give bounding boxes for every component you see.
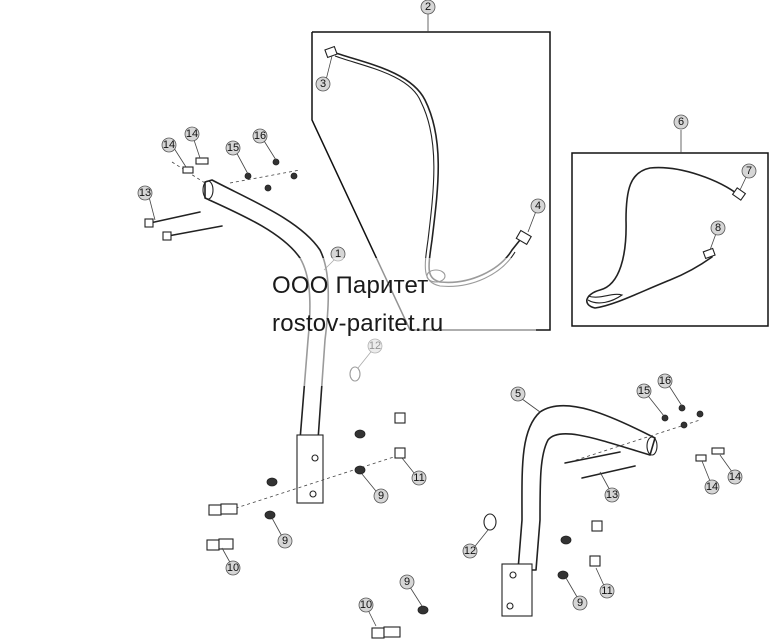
svg-text:14: 14 bbox=[186, 128, 198, 140]
callout-2: 2 bbox=[420, 0, 436, 15]
callout-14d: 14 bbox=[719, 454, 743, 485]
cable-part-6 bbox=[586, 166, 741, 309]
watermark-website: rostov-paritet.ru bbox=[272, 310, 444, 337]
svg-text:14: 14 bbox=[729, 471, 741, 483]
callout-10b: 10 bbox=[358, 597, 377, 627]
svg-text:3: 3 bbox=[320, 78, 326, 90]
callout-15a: 15 bbox=[225, 140, 249, 175]
svg-text:11: 11 bbox=[413, 472, 424, 484]
svg-text:1: 1 bbox=[335, 248, 341, 260]
svg-text:9: 9 bbox=[282, 535, 288, 547]
svg-text:12: 12 bbox=[464, 545, 476, 557]
svg-text:8: 8 bbox=[715, 222, 721, 234]
callout-5: 5 bbox=[510, 386, 541, 413]
callout-8: 8 bbox=[709, 220, 726, 251]
callout-16a: 16 bbox=[252, 128, 277, 161]
callout-7: 7 bbox=[739, 163, 757, 191]
svg-text:6: 6 bbox=[678, 116, 684, 128]
callout-16b: 16 bbox=[657, 373, 683, 407]
svg-text:16: 16 bbox=[254, 130, 266, 142]
callout-9a: 9 bbox=[361, 473, 389, 504]
callout-9c: 9 bbox=[565, 577, 588, 611]
callout-3: 3 bbox=[315, 55, 333, 92]
svg-text:7: 7 bbox=[746, 165, 752, 177]
svg-text:10: 10 bbox=[227, 562, 239, 574]
svg-text:16: 16 bbox=[659, 375, 671, 387]
svg-text:10: 10 bbox=[360, 599, 372, 611]
callout-9d: 9 bbox=[399, 574, 423, 607]
callout-9b: 9 bbox=[271, 517, 293, 549]
svg-text:15: 15 bbox=[638, 385, 650, 397]
callout-13a: 13 bbox=[137, 185, 156, 221]
svg-text:11: 11 bbox=[601, 585, 612, 597]
callout-13b: 13 bbox=[599, 471, 620, 503]
handle-part-5 bbox=[501, 404, 658, 617]
svg-text:9: 9 bbox=[404, 576, 410, 588]
svg-text:4: 4 bbox=[535, 200, 541, 212]
callout-14a: 14 bbox=[161, 137, 187, 168]
callout-11a: 11 bbox=[401, 457, 427, 486]
svg-text:9: 9 bbox=[577, 597, 583, 609]
svg-text:5: 5 bbox=[515, 388, 521, 400]
callout-6: 6 bbox=[673, 114, 689, 130]
svg-text:13: 13 bbox=[606, 489, 618, 501]
svg-text:9: 9 bbox=[378, 490, 384, 502]
callout-11b: 11 bbox=[595, 567, 615, 599]
handle-part-1 bbox=[202, 179, 330, 504]
svg-text:14: 14 bbox=[706, 481, 718, 493]
watermark-company-name: ООО Паритет bbox=[272, 272, 429, 299]
callout-4: 4 bbox=[527, 198, 546, 233]
svg-text:15: 15 bbox=[227, 142, 239, 154]
svg-text:13: 13 bbox=[139, 187, 151, 199]
callout-10a: 10 bbox=[221, 547, 241, 576]
callout-12b: 12 bbox=[462, 529, 489, 559]
svg-text:2: 2 bbox=[425, 1, 431, 13]
svg-text:14: 14 bbox=[163, 139, 175, 151]
callout-15b: 15 bbox=[636, 383, 665, 417]
callout-14b: 14 bbox=[184, 126, 201, 159]
callout-14c: 14 bbox=[701, 460, 720, 495]
watermark-overlay: ООО Паритет rostov-paritet.ru bbox=[246, 258, 536, 386]
cable-assembly-6-frame bbox=[571, 152, 769, 327]
